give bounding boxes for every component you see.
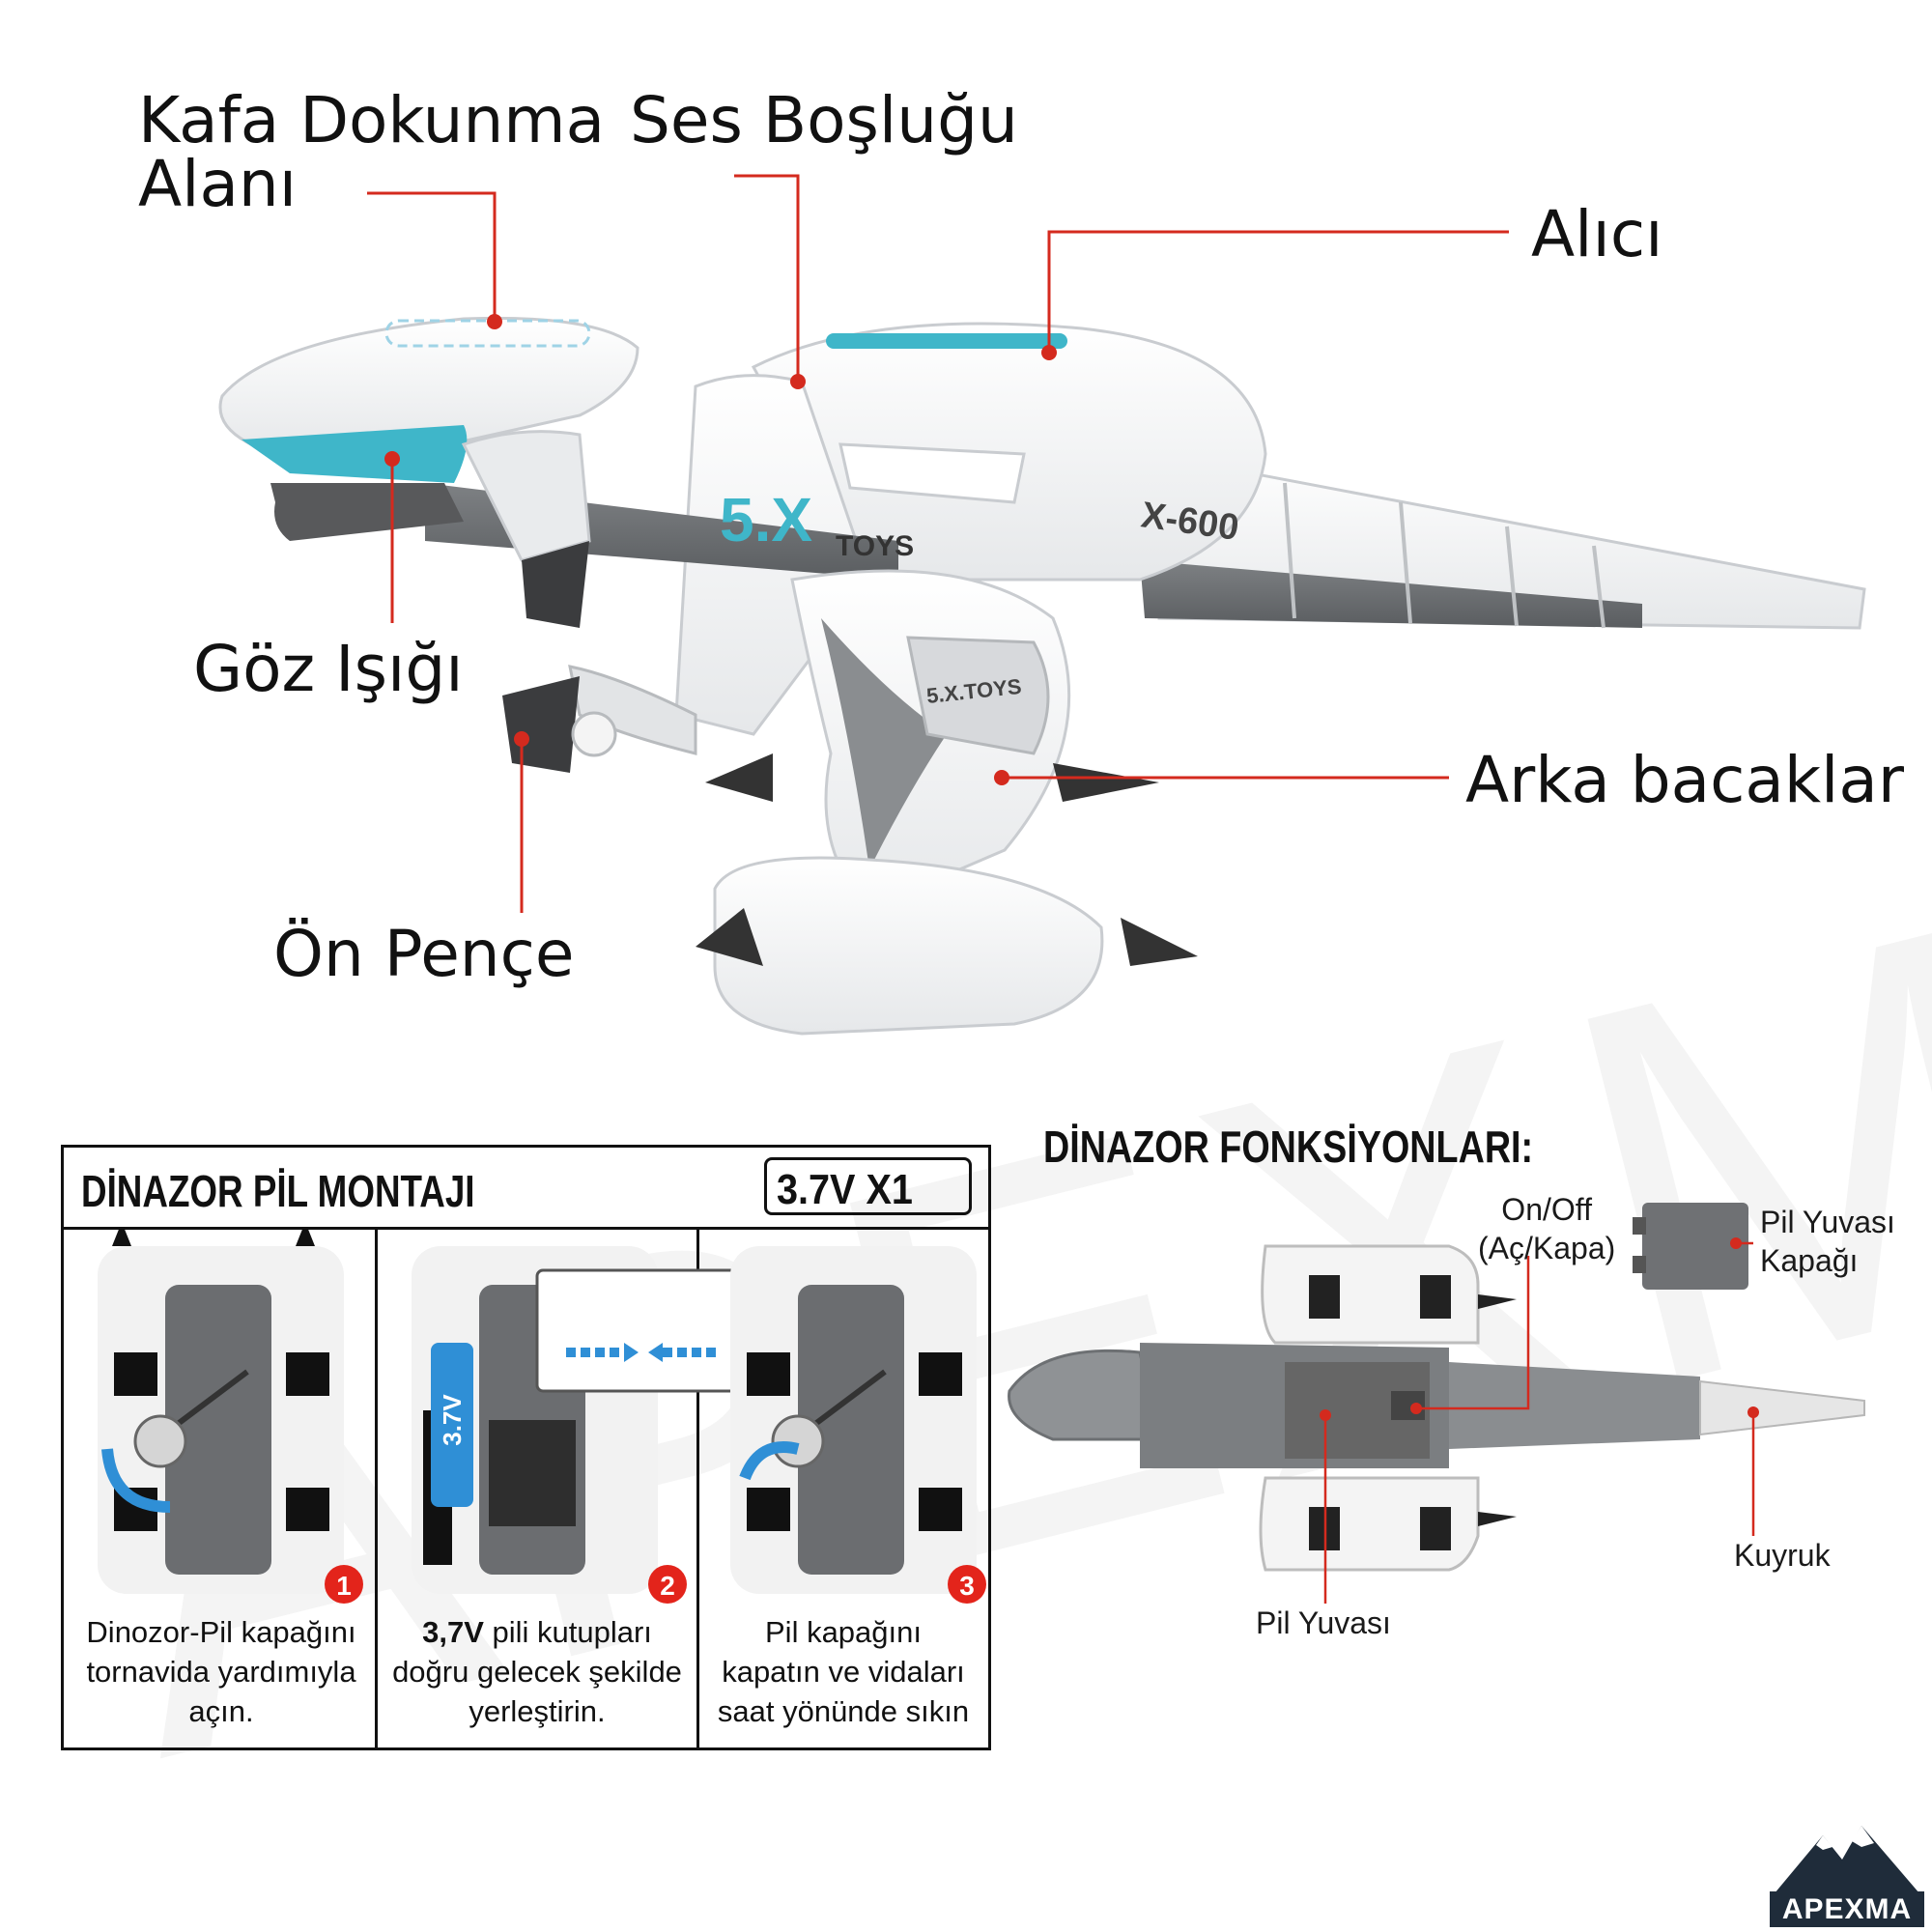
battery-slot-label: Pil Yuvası: [1256, 1605, 1391, 1640]
callout-lines: [367, 174, 1509, 913]
robot-dinosaur-illustration: X-600 5.X TOYS 5.X.TOYS: [218, 174, 1866, 1036]
battery-spec-box: 3.7V X1: [764, 1157, 972, 1215]
battery-cell: [431, 1343, 473, 1507]
step2-illustration: 3.7V 2: [412, 1246, 747, 1604]
callout-sound-hole: Ses Boşluğu: [630, 83, 1018, 157]
battery-cell-label: 3.7V: [438, 1394, 467, 1446]
step3-illustration: 3: [730, 1246, 986, 1604]
battery-panel-title: DİNAZOR PİL MONTAJI: [81, 1166, 475, 1216]
robot-logo-sub: TOYS: [836, 530, 914, 562]
callout-dots: [384, 314, 1057, 785]
step3-badge: 3: [959, 1571, 975, 1601]
step2-text-bold: 3,7V: [422, 1615, 484, 1649]
callout-eye-light: Göz Işığı: [193, 632, 464, 706]
battery-panel-header: DİNAZOR PİL MONTAJI 3.7V X1: [64, 1148, 988, 1230]
step1-text: Dinozor-Pil kapağını tornavida yardımıyl…: [86, 1615, 356, 1728]
robot-logo: 5.X: [720, 485, 812, 554]
callout-front-claw: Ön Pençe: [273, 917, 575, 991]
battery-cover-label: Pil Yuvası Kapağı: [1760, 1205, 1895, 1278]
step2-text-rest: pili kutupları doğru gelecek şekilde yer…: [392, 1615, 682, 1728]
battery-spec: 3.7V X1: [777, 1166, 913, 1213]
step2-text: 3,7V pili kutupları doğru gelecek şekild…: [392, 1613, 682, 1732]
brand-name: APEXMA: [1781, 1893, 1913, 1925]
callout-rear-legs: Arka bacaklar: [1465, 743, 1904, 817]
step3-text: Pil kapağını kapatın ve vidaları saat yö…: [717, 1615, 970, 1728]
mountain-icon: [1770, 1826, 1924, 1927]
step1-badge: 1: [336, 1571, 352, 1601]
battery-panel: DİNAZOR PİL MONTAJI 3.7V X1 1: [61, 1145, 991, 1750]
step2-badge: 2: [660, 1571, 675, 1601]
callout-head-touch: Kafa Dokunma Alanı: [138, 83, 606, 221]
functions-title: DİNAZOR FONKSİYONLARI:: [1043, 1122, 1534, 1172]
apexma-logo: APEXMA: [1770, 1816, 1924, 1927]
on-off-label: On/Off (Aç/Kapa): [1478, 1192, 1616, 1265]
callout-receiver: Alıcı: [1531, 197, 1663, 271]
step1-illustration: 1: [98, 1227, 363, 1604]
tail-label: Kuyruk: [1734, 1538, 1831, 1573]
battery-step-illustrations: 1 3.7V 2 3: [98, 1227, 986, 1604]
